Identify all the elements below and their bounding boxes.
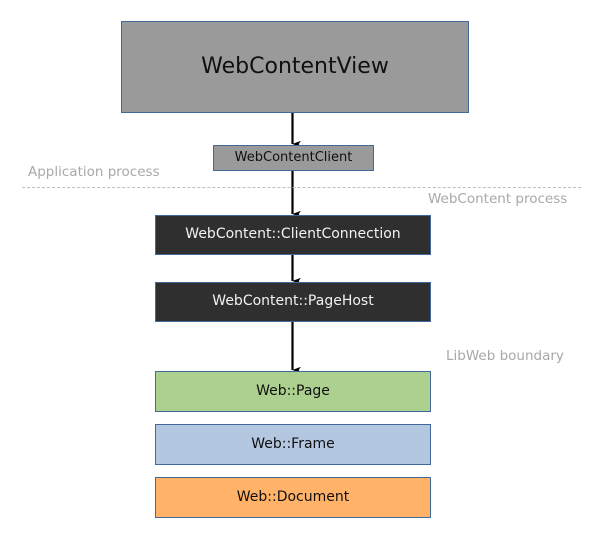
- node-webcontentclient[interactable]: WebContentClient: [213, 145, 374, 171]
- label-application-process: Application process: [28, 164, 160, 180]
- node-webcontent-pagehost-label: WebContent::PageHost: [212, 293, 374, 310]
- node-web-frame[interactable]: Web::Frame: [155, 424, 431, 465]
- process-boundary-divider: [22, 187, 581, 188]
- node-web-document-label: Web::Document: [236, 488, 350, 505]
- node-webcontentview-label: WebContentView: [201, 53, 389, 79]
- node-webcontent-clientconnection-label: WebContent::ClientConnection: [185, 226, 401, 243]
- node-webcontent-clientconnection[interactable]: WebContent::ClientConnection: [155, 215, 431, 255]
- node-web-frame-label: Web::Frame: [251, 435, 335, 452]
- label-webcontent-process: WebContent process: [428, 191, 568, 207]
- node-web-document[interactable]: Web::Document: [155, 477, 431, 518]
- node-web-page[interactable]: Web::Page: [155, 371, 431, 412]
- label-libweb-boundary: LibWeb boundary: [446, 348, 564, 364]
- node-webcontentview[interactable]: WebContentView: [121, 21, 469, 113]
- node-webcontent-pagehost[interactable]: WebContent::PageHost: [155, 282, 431, 322]
- node-web-page-label: Web::Page: [256, 382, 330, 399]
- node-webcontentclient-label: WebContentClient: [234, 149, 353, 165]
